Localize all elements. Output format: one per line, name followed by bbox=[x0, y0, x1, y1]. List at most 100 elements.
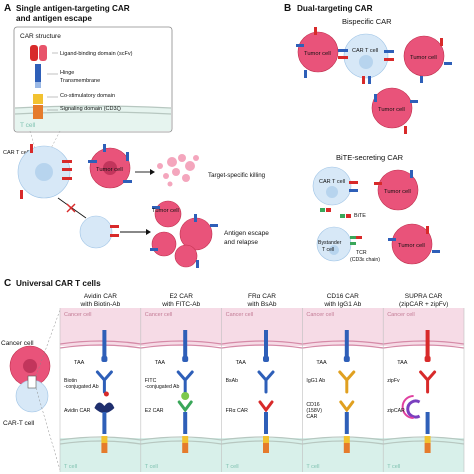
c-cart-cell-label: CAR-T cell bbox=[3, 420, 35, 427]
b-tumor-right bbox=[403, 35, 452, 83]
c-col-car-1: Avidin CAR bbox=[64, 408, 91, 414]
panel-a: A Single antigen-targeting CAR and antig… bbox=[3, 3, 269, 268]
a-tumor-label-2: Tumor cell bbox=[152, 208, 179, 214]
c-col-tcell-label-5: T cell bbox=[387, 464, 400, 470]
panel-c: C Universal CAR T cells Cancer cell CAR-… bbox=[1, 278, 465, 472]
bystander-label-1: Bystander bbox=[318, 240, 342, 246]
c-col-tcell-label-2: T cell bbox=[145, 464, 158, 470]
scfv-domain-2 bbox=[39, 45, 47, 61]
c-col-taa-4: TAA bbox=[316, 360, 327, 366]
panel-c-letter: C bbox=[4, 278, 11, 289]
killing-label: Target-specific killing bbox=[208, 172, 266, 179]
b-tumor-bottom-label: Tumor cell bbox=[378, 107, 405, 113]
panel-a-letter: A bbox=[4, 3, 11, 14]
tcr-label-2: (CD3ε chain) bbox=[350, 257, 380, 263]
c-col-subheader-3: with BsAb bbox=[247, 301, 277, 308]
c-col-header-1: Avidin CAR bbox=[84, 293, 117, 300]
car-structure-tcell: T cell bbox=[20, 122, 36, 129]
c-col-subheader-2: with FITC-Ab bbox=[161, 301, 200, 308]
c-col-cancer-label-3: Cancer cell bbox=[226, 312, 254, 318]
c-col-adapter-a-3: BsAb bbox=[226, 378, 239, 384]
taa-antigen-1 bbox=[102, 330, 107, 358]
c-col-adapter-b-1: -conjugated Ab bbox=[64, 384, 99, 390]
adapter-molecule-5 bbox=[419, 370, 437, 394]
b-tumor-left-label: Tumor cell bbox=[304, 51, 331, 57]
c-col-header-4: CD16 CAR bbox=[327, 293, 359, 300]
taa-antigen-2 bbox=[183, 330, 188, 358]
adapter-molecule-4 bbox=[338, 370, 356, 394]
adapter-molecule-2 bbox=[176, 370, 194, 394]
b-tumor-mid-label: Tumor cell bbox=[384, 189, 411, 195]
c-col-car-3: FRα CAR bbox=[226, 408, 249, 414]
c-col-car-2: E2 CAR bbox=[145, 408, 164, 414]
c-col-adapter-a-5: zipFv bbox=[387, 378, 400, 384]
bite-molecules bbox=[320, 208, 351, 218]
c-col-header-2: E2 CAR bbox=[169, 293, 193, 300]
b-tumor-mid bbox=[374, 169, 419, 211]
signaling-label: Signaling domain (CD3ζ) bbox=[60, 106, 121, 112]
c-col-adapter-a-2: FITC bbox=[145, 378, 157, 384]
adapter-molecule-1 bbox=[95, 370, 113, 394]
car-structure-box: CAR structure T cell Ligand-binding doma… bbox=[13, 26, 173, 133]
panel-b-letter: B bbox=[284, 3, 291, 14]
bite-label: BiTE bbox=[354, 213, 366, 219]
c-col-adapter-b-2: -conjugated Ab bbox=[145, 384, 180, 390]
b-tumor-bottom bbox=[371, 87, 418, 134]
escape-label-1: Antigen escape bbox=[224, 230, 269, 237]
costim-label: Co-stimulatory domain bbox=[60, 93, 115, 99]
tcr-label-1: TCR bbox=[356, 250, 367, 256]
bite-title: BiTE-secreting CAR bbox=[336, 153, 404, 162]
c-col-cancer-label-1: Cancer cell bbox=[64, 312, 92, 318]
c-col-subheader-1: with Biotin-Ab bbox=[80, 301, 121, 308]
scfv-domain bbox=[30, 45, 38, 61]
c-col-taa-2: TAA bbox=[155, 360, 166, 366]
c-col-taa-3: TAA bbox=[236, 360, 247, 366]
costim-domain bbox=[33, 94, 43, 104]
taa-antigen-5 bbox=[425, 330, 430, 358]
taa-antigen-3 bbox=[264, 330, 268, 358]
b-cart-label-2: CAR T cell bbox=[319, 179, 345, 185]
b-tumor-br bbox=[388, 223, 440, 265]
b-tumor-right-label: Tumor cell bbox=[410, 55, 437, 61]
panel-a-title-1: Single antigen-targeting CAR bbox=[16, 4, 130, 13]
killed-cell-debris bbox=[157, 154, 199, 187]
c-col-car-c-4: CAR bbox=[306, 414, 317, 420]
a-cart-label: CAR T cell bbox=[3, 150, 29, 156]
panel-a-title-2: and antigen escape bbox=[16, 14, 92, 23]
c-col-subheader-4: with IgG1 Ab bbox=[323, 301, 361, 308]
c-col-adapter-a-4: IgG1 Ab bbox=[306, 378, 325, 384]
bystander-label-2: T cell bbox=[322, 247, 334, 253]
a-car-receptors bbox=[20, 144, 72, 199]
signaling-domain bbox=[33, 105, 43, 119]
c-col-tcell-label-3: T cell bbox=[226, 464, 239, 470]
c-col-header-5: SUPRA CAR bbox=[405, 293, 443, 300]
adapter-molecule-3 bbox=[257, 370, 275, 394]
car-structure-title: CAR structure bbox=[20, 33, 61, 40]
c-col-cancer-label-2: Cancer cell bbox=[145, 312, 173, 318]
taa-antigen-4 bbox=[344, 330, 349, 358]
c-cancer-cell bbox=[9, 345, 51, 387]
escape-label-2: and relapse bbox=[224, 239, 258, 246]
c-col-car-5: zipCAR bbox=[387, 408, 405, 414]
c-col-subheader-5: (zipCAR + zipFv) bbox=[399, 301, 448, 308]
b-cart-label: CAR T cell bbox=[352, 48, 378, 54]
c-col-adapter-a-1: Biotin bbox=[64, 378, 77, 384]
bispecific-title: Bispecific CAR bbox=[342, 17, 392, 26]
c-column-5: SUPRA CAR(zipCAR + zipFv) Cancer cell T ce… bbox=[382, 293, 465, 472]
transmembrane-label: Transmembrane bbox=[60, 78, 100, 84]
c-col-taa-1: TAA bbox=[74, 360, 85, 366]
hinge-domain bbox=[35, 64, 41, 82]
panel-b: B Dual-targeting CAR Bispecific CAR Tumo… bbox=[284, 3, 452, 265]
panel-b-title: Dual-targeting CAR bbox=[297, 4, 373, 13]
c-cancer-cell-label: Cancer cell bbox=[1, 340, 34, 347]
transmembrane-domain bbox=[35, 82, 41, 88]
c-col-cancer-label-4: Cancer cell bbox=[306, 312, 334, 318]
a-tumor-cluster bbox=[150, 200, 218, 268]
c-col-tcell-label-1: T cell bbox=[64, 464, 77, 470]
c-col-cancer-label-5: Cancer cell bbox=[387, 312, 415, 318]
